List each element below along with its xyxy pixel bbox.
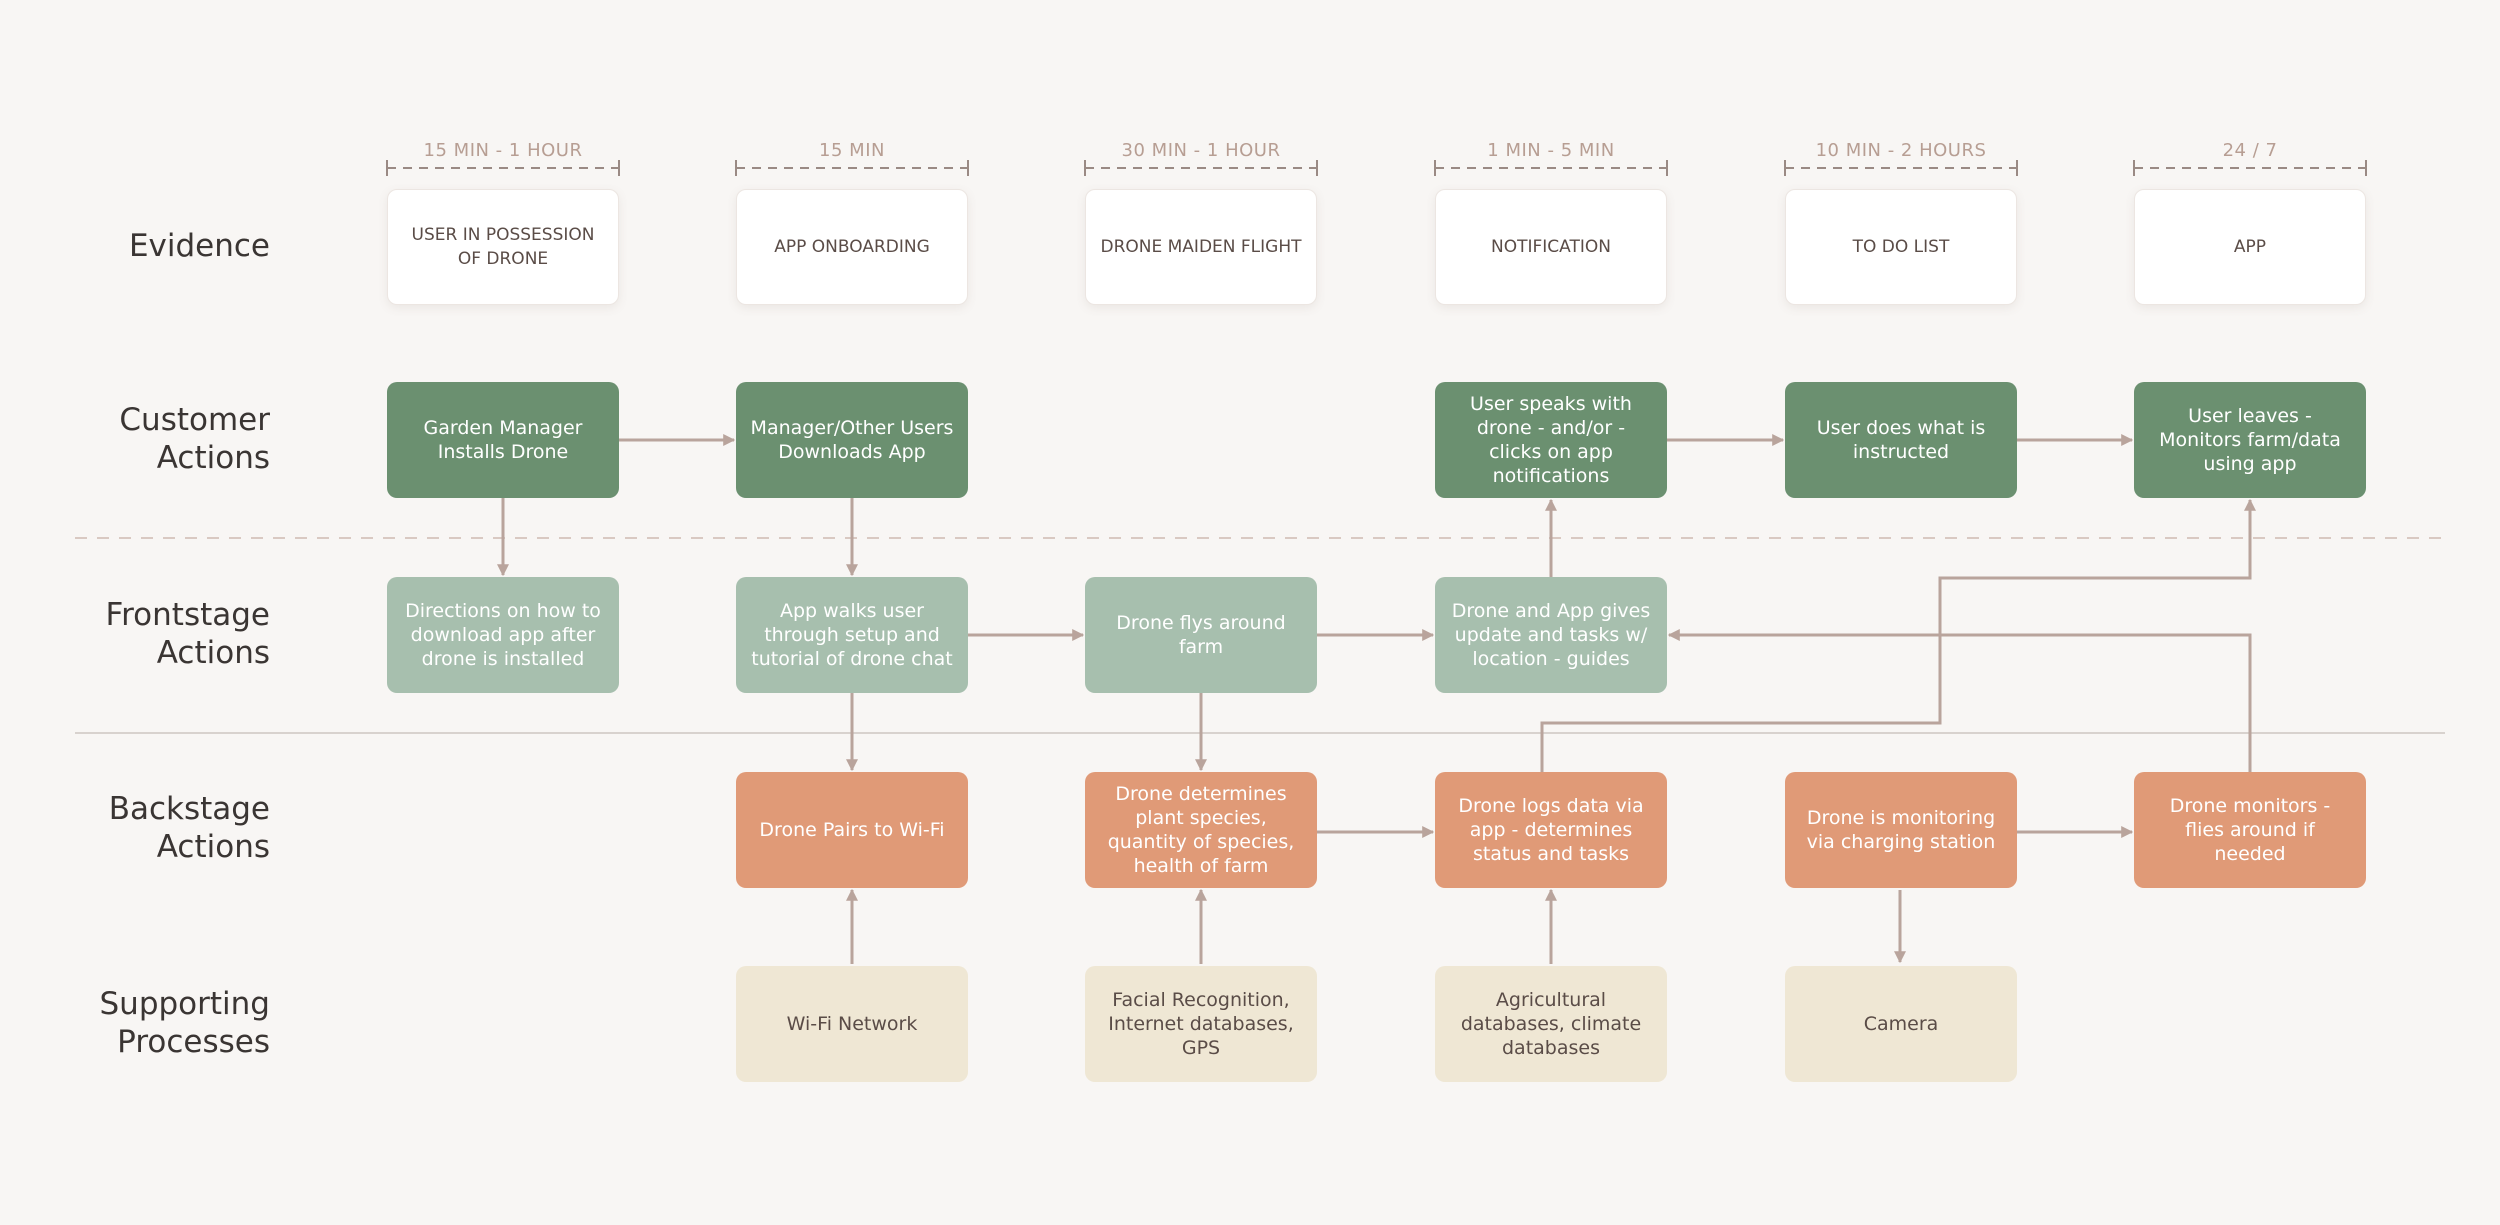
evidence-user-in-possession: USER IN POSSESSION OF DRONE xyxy=(387,189,619,305)
lane-label-customer-actions: Customer Actions xyxy=(119,402,270,476)
evidence-drone-maiden-flight: DRONE MAIDEN FLIGHT xyxy=(1085,189,1317,305)
support-wifi-network: Wi-Fi Network xyxy=(736,966,968,1082)
time-brackets xyxy=(386,160,2367,176)
evidence-app-onboarding: APP ONBOARDING xyxy=(736,189,968,305)
customer-action-monitors-farm: User leaves - Monitors farm/data using a… xyxy=(2134,382,2366,498)
lane-label-frontstage-actions: Frontstage Actions xyxy=(105,597,270,671)
arrow-c4-backstage-to-c6-customer xyxy=(1540,498,2256,772)
lane-label-supporting-processes: Supporting Processes xyxy=(99,986,271,1060)
arrow-c6-backstage-to-c4-frontstage xyxy=(1667,629,2252,772)
backstage-drone-logs-data: Drone logs data via app - determines sta… xyxy=(1435,772,1667,888)
time-label-step-1: 15 MIN - 1 HOUR xyxy=(423,140,583,161)
support-camera: Camera xyxy=(1785,966,2017,1082)
time-label-step-6: 24 / 7 xyxy=(2222,140,2278,161)
customer-action-does-instructed: User does what is instructed xyxy=(1785,382,2017,498)
backstage-drone-determines: Drone determines plant species, quantity… xyxy=(1085,772,1317,888)
time-label-step-4: 1 MIN - 5 MIN xyxy=(1487,140,1615,161)
frontstage-app-walks-user: App walks user through setup and tutoria… xyxy=(736,577,968,693)
support-agricultural-databases: Agricultural databases, climate database… xyxy=(1435,966,1667,1082)
lane-label-backstage-actions: Backstage Actions xyxy=(108,791,270,865)
time-label-step-5: 10 MIN - 2 HOURS xyxy=(1815,140,1987,161)
backstage-drone-pairs-wifi: Drone Pairs to Wi-Fi xyxy=(736,772,968,888)
evidence-notification: NOTIFICATION xyxy=(1435,189,1667,305)
support-facial-recognition: Facial Recognition, Internet databases, … xyxy=(1085,966,1317,1082)
backstage-drone-monitors-flies: Drone monitors - flies around if needed xyxy=(2134,772,2366,888)
customer-action-installs-drone: Garden Manager Installs Drone xyxy=(387,382,619,498)
evidence-to-do-list: TO DO LIST xyxy=(1785,189,2017,305)
lane-label-evidence: Evidence xyxy=(128,228,270,264)
customer-action-speaks-with-drone: User speaks with drone - and/or - clicks… xyxy=(1435,382,1667,498)
time-label-step-3: 30 MIN - 1 HOUR xyxy=(1121,140,1281,161)
time-label-step-2: 15 MIN xyxy=(819,140,885,161)
frontstage-drone-and-app-update: Drone and App gives update and tasks w/ … xyxy=(1435,577,1667,693)
frontstage-drone-flys: Drone flys around farm xyxy=(1085,577,1317,693)
evidence-app: APP xyxy=(2134,189,2366,305)
customer-action-downloads-app: Manager/Other Users Downloads App xyxy=(736,382,968,498)
backstage-drone-monitoring: Drone is monitoring via charging station xyxy=(1785,772,2017,888)
frontstage-directions: Directions on how to download app after … xyxy=(387,577,619,693)
